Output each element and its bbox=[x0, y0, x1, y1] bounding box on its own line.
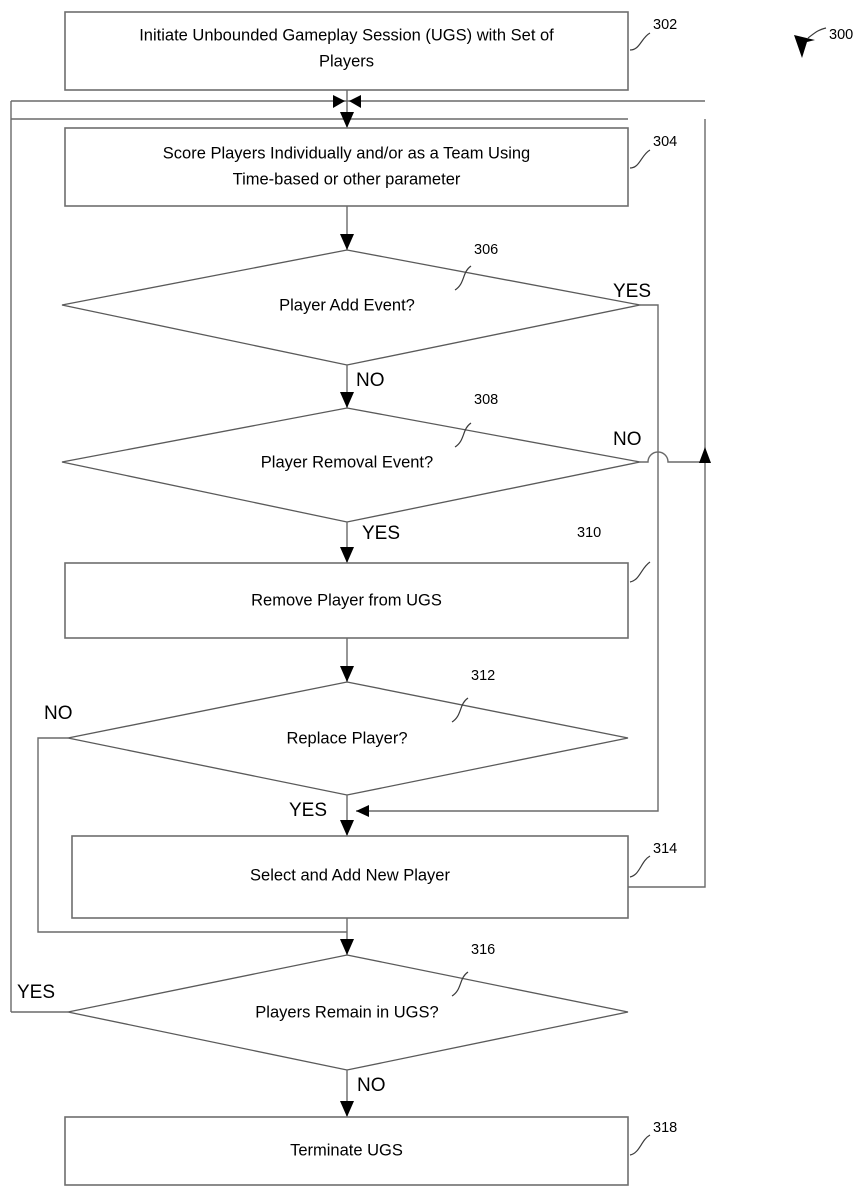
node-304-label-line-1: Score Players Individually and/or as a T… bbox=[163, 144, 530, 162]
edge-310-to-312 bbox=[340, 638, 354, 682]
figure-ref-leader bbox=[807, 27, 827, 39]
node-308-label: Player Removal Event? bbox=[261, 453, 433, 471]
add-event-yes-arrowhead bbox=[356, 805, 369, 817]
node-310-box[interactable] bbox=[64, 562, 629, 639]
replace-player-no-line bbox=[37, 737, 347, 933]
edge-312-314-arrowhead bbox=[340, 820, 354, 836]
removal-event-no-path bbox=[640, 447, 711, 463]
node-312-yes-label: YES bbox=[289, 800, 327, 821]
node-308-ref-leader bbox=[454, 422, 472, 448]
node-316-label: Players Remain in UGS? bbox=[255, 1003, 438, 1021]
removal-event-no-arrowhead bbox=[699, 447, 711, 463]
node-308-group: Player Removal Event? 308 NO bbox=[61, 392, 642, 523]
node-306-ref-leader bbox=[454, 265, 472, 291]
node-316-no-label: NO bbox=[357, 1075, 386, 1096]
merge-junction-above-304 bbox=[333, 90, 361, 128]
node-312-group: Replace Player? 312 NO bbox=[44, 668, 629, 796]
node-318-ref-leader bbox=[629, 1134, 651, 1156]
node-318-box[interactable] bbox=[64, 1116, 629, 1186]
node-306-group: Player Add Event? 306 YES bbox=[61, 242, 651, 366]
edge-304-to-306 bbox=[340, 206, 354, 250]
outer-loop-right-rail bbox=[628, 119, 706, 888]
node-302-ref-leader bbox=[629, 32, 651, 51]
figure-reference-group: 300 bbox=[794, 27, 853, 58]
node-316-ref: 316 bbox=[471, 942, 495, 958]
node-302-label-line-1: Initiate Unbounded Gameplay Session (UGS… bbox=[139, 26, 554, 44]
node-304-group: Score Players Individually and/or as a T… bbox=[64, 127, 677, 207]
node-310-ref: 310 bbox=[577, 525, 601, 541]
node-302-ref: 302 bbox=[653, 17, 677, 33]
edge-310-312-arrowhead bbox=[340, 666, 354, 682]
node-306-ref: 306 bbox=[474, 242, 498, 258]
node-318-group: Terminate UGS 318 bbox=[64, 1116, 677, 1186]
node-302-box[interactable] bbox=[64, 11, 629, 91]
edge-306-no-to-308: NO bbox=[340, 365, 385, 408]
node-312-ref: 312 bbox=[471, 668, 495, 684]
node-306-yes-label: YES bbox=[613, 281, 651, 302]
edge-314-to-316 bbox=[340, 918, 354, 955]
add-event-yes-line bbox=[356, 304, 659, 812]
merge-arrow-from-right bbox=[349, 95, 361, 108]
node-306-label: Player Add Event? bbox=[279, 296, 415, 314]
node-304-box[interactable] bbox=[64, 127, 629, 207]
edge-306-308-arrowhead bbox=[340, 392, 354, 408]
node-308-ref: 308 bbox=[474, 392, 498, 408]
figure-pointer-arrow-icon bbox=[794, 35, 815, 58]
edge-314-316-arrowhead bbox=[340, 939, 354, 955]
node-310-ref-leader bbox=[629, 561, 651, 583]
edge-316-no-to-318: NO bbox=[340, 1070, 386, 1117]
node-314-ref: 314 bbox=[653, 841, 677, 857]
merge-arrow-from-left bbox=[333, 95, 345, 108]
node-316-yes-label: YES bbox=[17, 982, 55, 1003]
node-304-label-line-2: Time-based or other parameter bbox=[233, 170, 461, 188]
merge-arrow-into-304 bbox=[340, 112, 354, 128]
figure-reference-numeral: 300 bbox=[829, 27, 853, 43]
node-306-no-label: NO bbox=[356, 370, 385, 391]
node-310-label: Remove Player from UGS bbox=[251, 591, 442, 609]
node-312-no-label: NO bbox=[44, 703, 73, 724]
node-314-group: Select and Add New Player 314 bbox=[71, 835, 677, 919]
node-318-ref: 318 bbox=[653, 1120, 677, 1136]
node-304-ref: 304 bbox=[653, 134, 677, 150]
edge-304-306-arrowhead bbox=[340, 234, 354, 250]
node-312-label: Replace Player? bbox=[286, 729, 407, 747]
edge-308-310-arrowhead bbox=[340, 547, 354, 563]
removal-event-no-line bbox=[640, 451, 705, 463]
node-304-ref-leader bbox=[629, 149, 651, 169]
edge-308-yes-to-310: YES bbox=[340, 522, 400, 563]
node-302-group: Initiate Unbounded Gameplay Session (UGS… bbox=[64, 11, 677, 91]
node-314-label: Select and Add New Player bbox=[250, 866, 450, 884]
node-312-ref-leader bbox=[451, 697, 469, 723]
node-314-ref-leader bbox=[629, 855, 651, 878]
node-302-label-line-2: Players bbox=[319, 52, 374, 70]
node-308-yes-label: YES bbox=[362, 523, 400, 544]
add-event-yes-path bbox=[356, 304, 659, 817]
edge-316-318-arrowhead bbox=[340, 1101, 354, 1117]
node-314-box[interactable] bbox=[71, 835, 629, 919]
edge-312-yes-to-314: YES bbox=[289, 795, 354, 836]
node-316-group: Players Remain in UGS? 316 YES bbox=[17, 942, 629, 1071]
node-318-label: Terminate UGS bbox=[290, 1141, 403, 1159]
node-308-no-label: NO bbox=[613, 429, 642, 450]
node-316-ref-leader bbox=[451, 971, 469, 997]
replace-player-no-path bbox=[37, 737, 347, 933]
node-310-group: Remove Player from UGS 310 bbox=[64, 525, 651, 639]
